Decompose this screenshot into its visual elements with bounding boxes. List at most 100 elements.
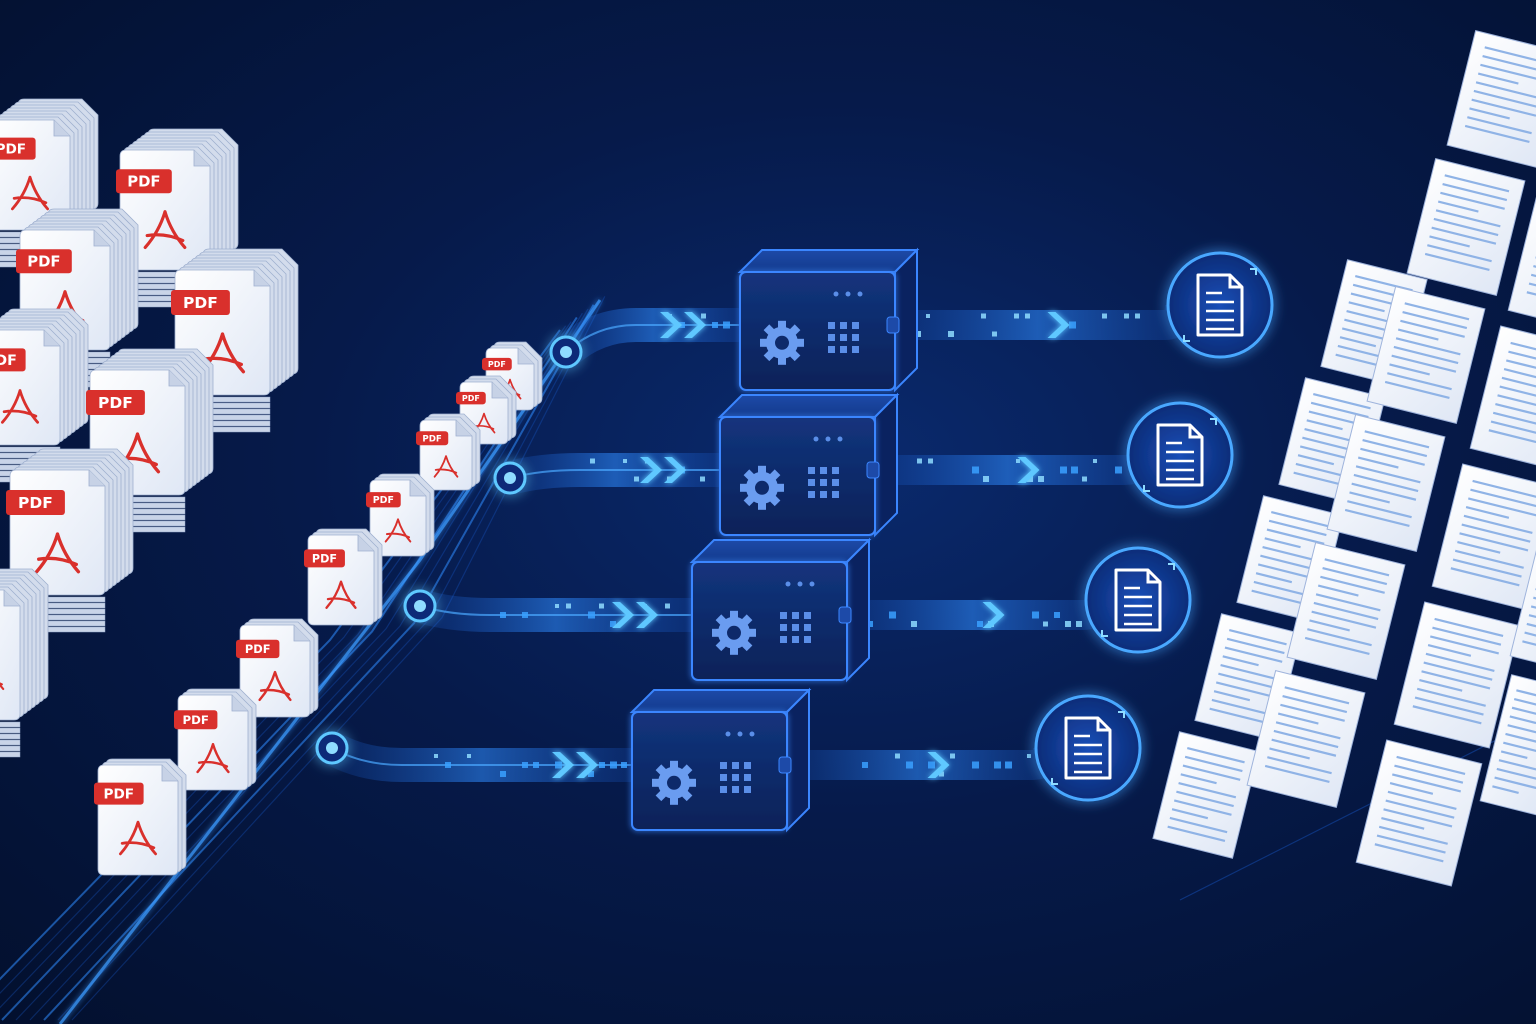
pdf-badge-label: PDF [18, 494, 53, 512]
text-line [1470, 488, 1536, 508]
output-node [1084, 546, 1192, 654]
text-line [1280, 703, 1345, 722]
data-packet [1014, 313, 1019, 319]
data-packet [1060, 466, 1067, 474]
data-packet [950, 753, 955, 759]
text-document-icon [1156, 423, 1204, 487]
pdf-badge [16, 249, 72, 274]
page-fold [455, 420, 472, 437]
text-line [1178, 781, 1237, 799]
text-line [1251, 589, 1310, 607]
pdf-badge-label: PDF [98, 394, 133, 412]
text-line [1381, 816, 1425, 830]
output-page [1406, 158, 1526, 296]
data-packet [445, 762, 451, 768]
data-packet [992, 331, 997, 337]
data-packet [522, 762, 528, 768]
text-line [1267, 756, 1332, 775]
text-line [1424, 252, 1490, 272]
text-line [1282, 694, 1348, 714]
text-line [1268, 519, 1327, 537]
output-page-sheet [1393, 601, 1521, 749]
text-line [1464, 124, 1530, 144]
text-line [1213, 690, 1251, 702]
chevron-right-icon [552, 752, 574, 778]
data-packet [862, 762, 868, 768]
pdf-document: PDF [174, 688, 257, 791]
text-line [1488, 429, 1536, 449]
chevron-right-icon [576, 752, 598, 778]
pdf-badge-label: PDF [103, 786, 134, 802]
text-line [1454, 549, 1524, 569]
processor-box-top [737, 249, 920, 273]
text-line [1222, 655, 1259, 667]
text-line [1353, 473, 1419, 493]
text-line [1310, 401, 1369, 419]
pdf-page-sheet [0, 329, 61, 446]
data-packet [928, 761, 935, 769]
output-page [1152, 731, 1260, 859]
data-packet [906, 761, 913, 769]
text-line [1469, 107, 1510, 120]
scan-corner [1250, 268, 1257, 275]
text-document-icon [1196, 273, 1244, 337]
pdf-document-icon [34, 532, 81, 574]
text-line [1275, 721, 1341, 740]
text-line [1497, 394, 1536, 414]
data-packet [500, 612, 506, 618]
pdf-badge [0, 137, 36, 160]
text-line [1404, 302, 1470, 321]
text-line [1391, 354, 1457, 373]
text-line [1349, 491, 1390, 504]
output-node [1166, 251, 1274, 359]
data-packet [599, 762, 605, 768]
page-fold [409, 480, 426, 497]
text-line [1378, 825, 1448, 845]
output-page [1286, 542, 1406, 680]
text-line [1434, 617, 1504, 638]
text-line [1215, 681, 1274, 698]
pdf-document: PDF [6, 448, 134, 596]
text-line [1393, 345, 1459, 365]
text-line [1218, 672, 1276, 690]
text-line [1472, 479, 1536, 500]
pdf-badge [86, 390, 145, 415]
pdf-badge-label: PDF [182, 713, 208, 727]
output-pipe [847, 599, 1113, 630]
text-line [1169, 816, 1228, 834]
text-line [1509, 715, 1536, 725]
output-page [1393, 601, 1521, 749]
text-line [1421, 670, 1491, 690]
text-line [1516, 689, 1536, 702]
data-packet [981, 313, 986, 319]
text-line [1392, 773, 1461, 793]
text-line [1495, 402, 1536, 416]
text-line [1173, 799, 1232, 816]
text-line [1315, 593, 1381, 612]
output-page [1446, 30, 1536, 168]
gear-icon [652, 760, 696, 805]
text-line [1507, 724, 1536, 737]
pdf-document-icon [325, 580, 357, 609]
text-line [1430, 635, 1499, 655]
text-line [1506, 359, 1536, 379]
data-packet [665, 603, 670, 609]
gear-icon [760, 320, 804, 365]
data-packet [917, 458, 922, 464]
text-line [1510, 341, 1536, 362]
data-packet [1065, 621, 1071, 627]
pdf-document: PDF [116, 128, 239, 271]
text-line [1313, 393, 1371, 410]
text-line [1484, 46, 1536, 65]
text-line [1384, 380, 1450, 400]
text-line [1387, 790, 1457, 810]
text-line [1396, 755, 1466, 776]
data-packet [623, 459, 627, 463]
processor-box-top [717, 394, 900, 418]
pdf-badge [482, 357, 512, 371]
data-packet [599, 603, 604, 609]
text-line [1431, 226, 1497, 245]
output-page [1246, 670, 1366, 808]
